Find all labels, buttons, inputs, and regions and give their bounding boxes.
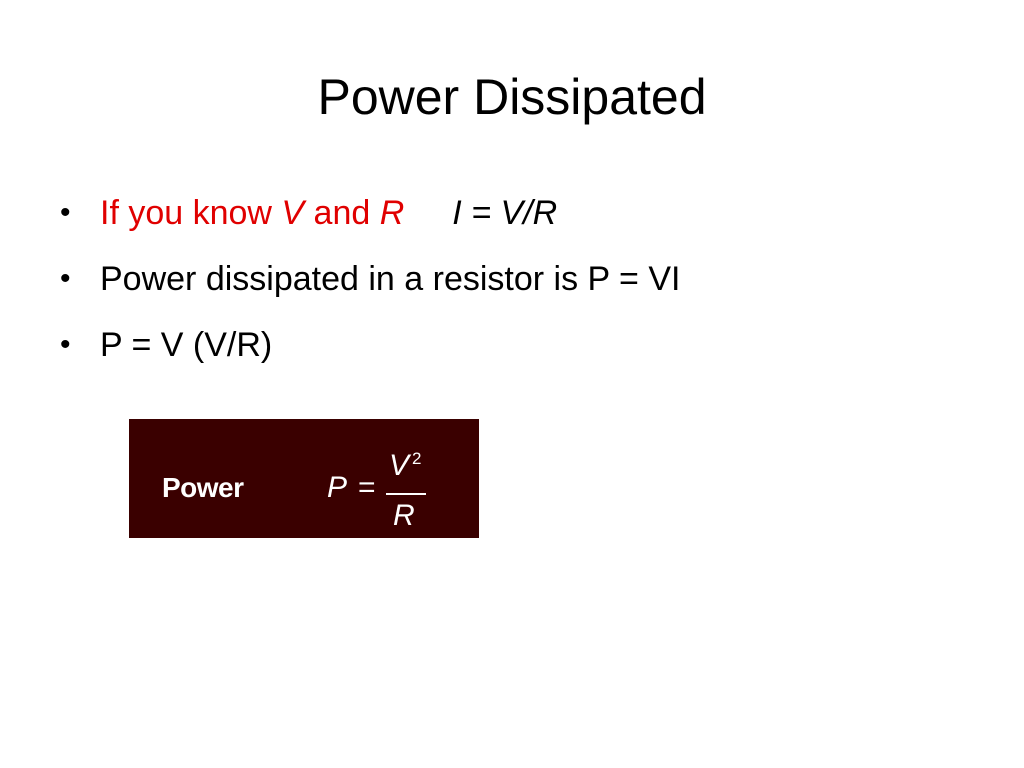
bullet-item: • P = V (V/R)	[58, 317, 958, 383]
bullet-list: • If you know V and R I = V/R • Power dis…	[58, 185, 958, 383]
bullet-text-part: If you know	[100, 194, 282, 232]
variable-r: R	[379, 194, 405, 232]
slide-title: Power Dissipated	[317, 69, 707, 125]
formula-equals: =	[358, 471, 376, 504]
bullet-marker: •	[60, 328, 71, 361]
ohms-law-formula: I = V/R	[452, 194, 558, 232]
fraction-bar	[386, 493, 426, 495]
bullet-text-part: and	[304, 194, 380, 232]
bullet-text: Power dissipated in a resistor is P = VI	[100, 260, 681, 298]
formula-label: Power	[162, 472, 244, 503]
variable-v: V	[281, 194, 305, 232]
formula-lhs: P	[327, 471, 348, 504]
bullet-item: • If you know V and R I = V/R	[58, 185, 958, 251]
bullet-marker: •	[60, 262, 71, 295]
bullet-item: • Power dissipated in a resistor is P = …	[58, 251, 958, 317]
formula-exponent: 2	[412, 449, 422, 468]
power-formula-image: Power P = V 2 R	[129, 419, 479, 538]
bullet-marker: •	[60, 196, 71, 229]
bullet-text: P = V (V/R)	[100, 326, 273, 364]
formula-numerator: V	[389, 449, 410, 482]
formula-denominator: R	[393, 499, 415, 532]
